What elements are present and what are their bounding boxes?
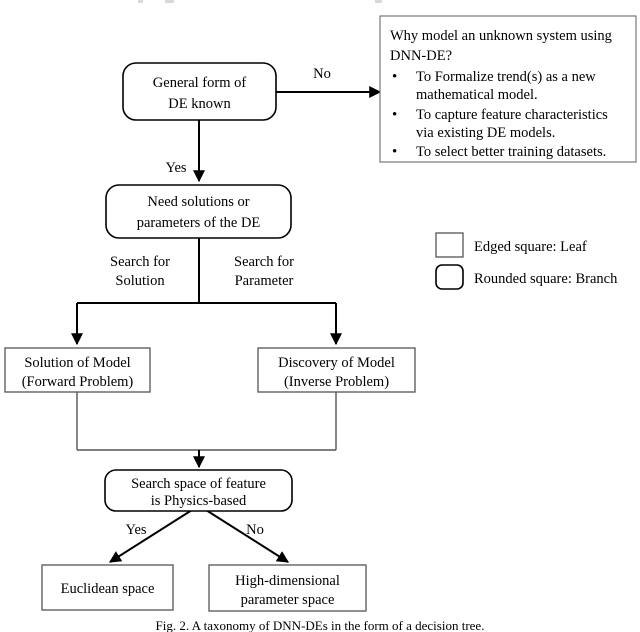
edge-label-search-solution-line1: Search for xyxy=(110,254,170,270)
top-crop-artifact-right xyxy=(375,0,382,3)
legend-item-rounded-square: Rounded square: Branch xyxy=(435,264,618,290)
node-discovery-of-model[interactable]: Discovery of Model (Inverse Problem) xyxy=(257,347,416,393)
callout-bullet-glyph-3: • xyxy=(392,144,397,160)
callout-why-model-unknown-system: Why model an unknown system using DNN-DE… xyxy=(379,15,637,163)
edge-label-search-parameter-line2: Parameter xyxy=(235,273,294,289)
node-need-solutions-or-parameters[interactable]: Need solutions or parameters of the DE xyxy=(105,184,292,239)
legend-item-edged-square: Edged square: Leaf xyxy=(435,232,587,258)
callout-bullet-glyph-1: • xyxy=(392,69,397,85)
node-euclidean-space-shape[interactable] xyxy=(41,564,174,611)
node-discovery-of-model-line2: (Inverse Problem) xyxy=(284,374,389,390)
node-high-dimensional-parameter-space-shape[interactable] xyxy=(208,564,367,612)
node-general-form-of-de-known-shape[interactable] xyxy=(122,62,277,121)
edge-label-no-root: No xyxy=(313,66,331,82)
legend-swatch-edged-square-icon xyxy=(435,232,464,258)
node-euclidean-space[interactable]: Euclidean space xyxy=(41,564,174,611)
callout-bullet-1-line1: To Formalize trend(s) as a new xyxy=(416,69,596,85)
edge-label-yes-root: Yes xyxy=(165,160,186,176)
node-need-solutions-or-parameters-line2: parameters of the DE xyxy=(137,215,261,231)
node-search-space-of-feature-line2: is Physics-based xyxy=(151,493,247,509)
node-euclidean-space-line1: Euclidean space xyxy=(61,581,155,597)
legend: Edged square: Leaf Rounded square: Branc… xyxy=(435,232,618,290)
node-need-solutions-or-parameters-shape[interactable] xyxy=(105,184,292,239)
node-high-dimensional-parameter-space[interactable]: High-dimensional parameter space xyxy=(208,564,367,612)
top-crop-artifact-left xyxy=(138,0,143,3)
node-solution-of-model[interactable]: Solution of Model (Forward Problem) xyxy=(4,347,151,393)
node-general-form-of-de-known[interactable]: General form of DE known xyxy=(122,62,277,121)
node-high-dimensional-parameter-space-line1: High-dimensional xyxy=(235,573,340,589)
node-solution-of-model-shape[interactable] xyxy=(4,347,151,393)
legend-label-edged-square: Edged square: Leaf xyxy=(474,239,587,255)
node-need-solutions-or-parameters-line1: Need solutions or xyxy=(147,194,249,210)
legend-swatch-rounded-square-icon xyxy=(435,264,464,290)
node-search-space-of-feature[interactable]: Search space of feature is Physics-based xyxy=(104,469,293,512)
node-search-space-of-feature-line1: Search space of feature xyxy=(131,476,266,492)
edge-models-merge xyxy=(76,392,337,469)
edge-label-yes-physics: Yes xyxy=(125,522,146,538)
node-discovery-of-model-line1: Discovery of Model xyxy=(278,355,395,371)
legend-label-rounded-square: Rounded square: Branch xyxy=(474,271,618,287)
node-discovery-of-model-shape[interactable] xyxy=(257,347,416,393)
figure-caption: Fig. 2. A taxonomy of DNN-DEs in the for… xyxy=(156,618,485,632)
edge-search-space-split xyxy=(108,509,290,563)
edge-label-search-parameter-line1: Search for xyxy=(234,254,294,270)
node-search-space-of-feature-shape[interactable] xyxy=(104,469,293,512)
edge-label-no-physics: No xyxy=(246,522,264,538)
node-solution-of-model-line1: Solution of Model xyxy=(24,355,130,371)
callout-heading-line1: Why model an unknown system using xyxy=(390,28,612,44)
node-general-form-of-de-known-line1: General form of xyxy=(153,75,247,91)
callout-bullet-glyph-2: • xyxy=(392,107,397,123)
callout-bullet-2-line1: To capture feature characteristics xyxy=(416,107,608,123)
top-crop-artifact-mid xyxy=(165,0,174,3)
callout-box-shape xyxy=(379,15,637,163)
edge-need-solutions-split xyxy=(71,238,342,346)
callout-bullet-1-line2: mathematical model. xyxy=(416,87,538,103)
node-high-dimensional-parameter-space-line2: parameter space xyxy=(241,592,335,608)
callout-bullet-2-line2: via existing DE models. xyxy=(416,125,555,141)
callout-heading-line2: DNN-DE? xyxy=(390,48,452,64)
callout-bullet-3-line1: To select better training datasets. xyxy=(416,144,606,160)
edge-label-search-solution-line2: Solution xyxy=(115,273,165,289)
node-solution-of-model-line2: (Forward Problem) xyxy=(22,374,134,390)
node-general-form-of-de-known-line2: DE known xyxy=(168,96,231,112)
